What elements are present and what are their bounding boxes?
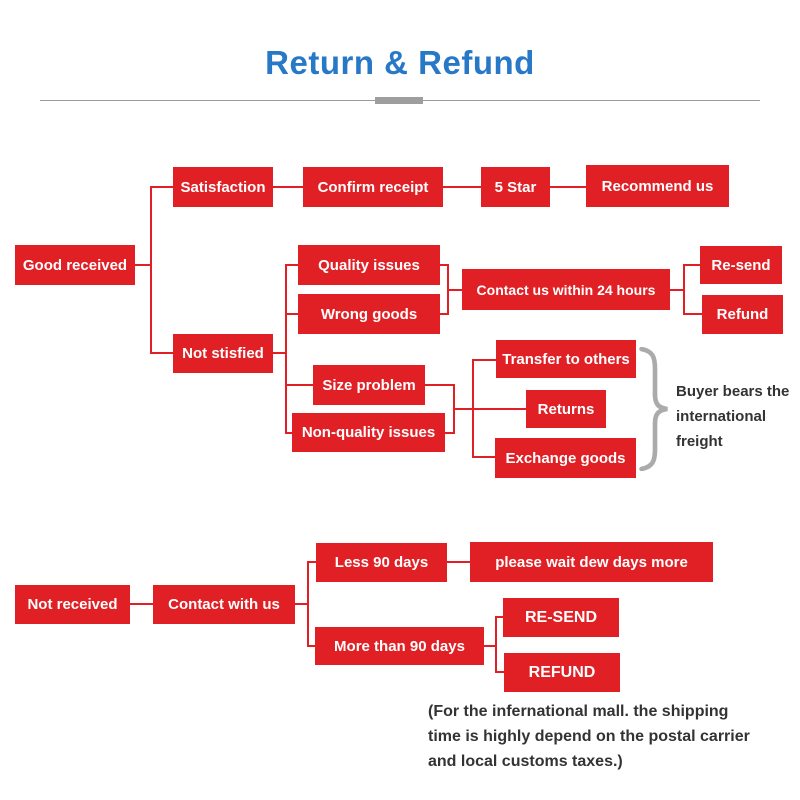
brace-note: Buyer bears the international freight (676, 379, 789, 454)
flow-node-wait-more: please wait dew days more (470, 542, 713, 582)
flow-node-size-problem: Size problem (313, 365, 425, 405)
connector-line (285, 264, 298, 266)
connector-line (150, 352, 173, 354)
flow-node-contact-with-us: Contact with us (153, 585, 295, 624)
connector-line (440, 313, 449, 315)
brace-note-line: Buyer bears the (676, 383, 790, 400)
connector-line (670, 289, 683, 291)
flow-node-5-star: 5 Star (481, 167, 550, 207)
connector-line (285, 313, 298, 315)
connector-line (285, 264, 287, 434)
footnote-line: (For the infernational mall. the shippin… (428, 703, 729, 720)
connector-line (447, 264, 449, 315)
flow-node-resend-caps: RE-SEND (503, 598, 619, 637)
footnote-line: and local customs taxes.) (428, 753, 623, 770)
flow-node-resend: Re-send (700, 246, 782, 284)
connector-line (443, 186, 481, 188)
connector-line (495, 616, 503, 618)
page-title: Return & Refund (265, 44, 535, 81)
flow-node-not-received: Not received (15, 585, 130, 624)
connector-line (472, 359, 496, 361)
connector-line (453, 384, 455, 434)
connector-line (495, 616, 497, 673)
connector-line (484, 645, 495, 647)
connector-line (683, 313, 702, 315)
connector-line (472, 408, 526, 410)
connector-line (550, 186, 586, 188)
flow-node-good-received: Good received (15, 245, 135, 285)
brace-note-line: freight (676, 433, 723, 450)
brace-note-line: international (676, 408, 767, 425)
header-divider-accent (375, 97, 423, 104)
connector-line (472, 456, 495, 458)
footnote-line: time is highly depend on the postal carr… (428, 728, 750, 745)
connector-line (425, 384, 453, 386)
connector-line (307, 561, 316, 563)
flow-node-satisfaction: Satisfaction (173, 167, 273, 207)
flow-node-confirm-receipt: Confirm receipt (303, 167, 443, 207)
flow-node-wrong-goods: Wrong goods (298, 294, 440, 334)
flow-node-quality-issues: Quality issues (298, 245, 440, 285)
connector-line (683, 264, 685, 315)
connector-line (683, 264, 700, 266)
flow-node-refund-caps: REFUND (504, 653, 620, 692)
connector-line (285, 432, 292, 434)
connector-line (495, 671, 504, 673)
curly-brace-icon (638, 346, 672, 476)
flow-node-less-90-days: Less 90 days (316, 543, 447, 582)
flow-node-contact-24h: Contact us within 24 hours (462, 269, 670, 310)
connector-line (449, 289, 462, 291)
connector-line (273, 352, 285, 354)
connector-line (440, 264, 449, 266)
connector-line (307, 561, 309, 647)
footnote: (For the infernational mall. the shippin… (428, 699, 750, 774)
flow-node-transfer-to-others: Transfer to others (496, 340, 636, 378)
connector-line (285, 384, 313, 386)
flow-node-refund: Refund (702, 295, 783, 334)
flow-node-recommend-us: Recommend us (586, 165, 729, 207)
flow-node-exchange-goods: Exchange goods (495, 438, 636, 478)
flow-node-non-quality-issues: Non-quality issues (292, 413, 445, 452)
connector-line (447, 561, 470, 563)
connector-line (150, 186, 173, 188)
connector-line (295, 603, 307, 605)
flow-node-not-stisfied: Not stisfied (173, 334, 273, 373)
connector-line (273, 186, 303, 188)
flow-node-more-than-90-days: More than 90 days (315, 627, 484, 665)
connector-line (307, 645, 315, 647)
flow-node-returns: Returns (526, 390, 606, 428)
connector-line (150, 186, 152, 354)
connector-line (130, 603, 153, 605)
connector-line (135, 264, 150, 266)
connector-line (455, 408, 472, 410)
connector-line (445, 432, 453, 434)
